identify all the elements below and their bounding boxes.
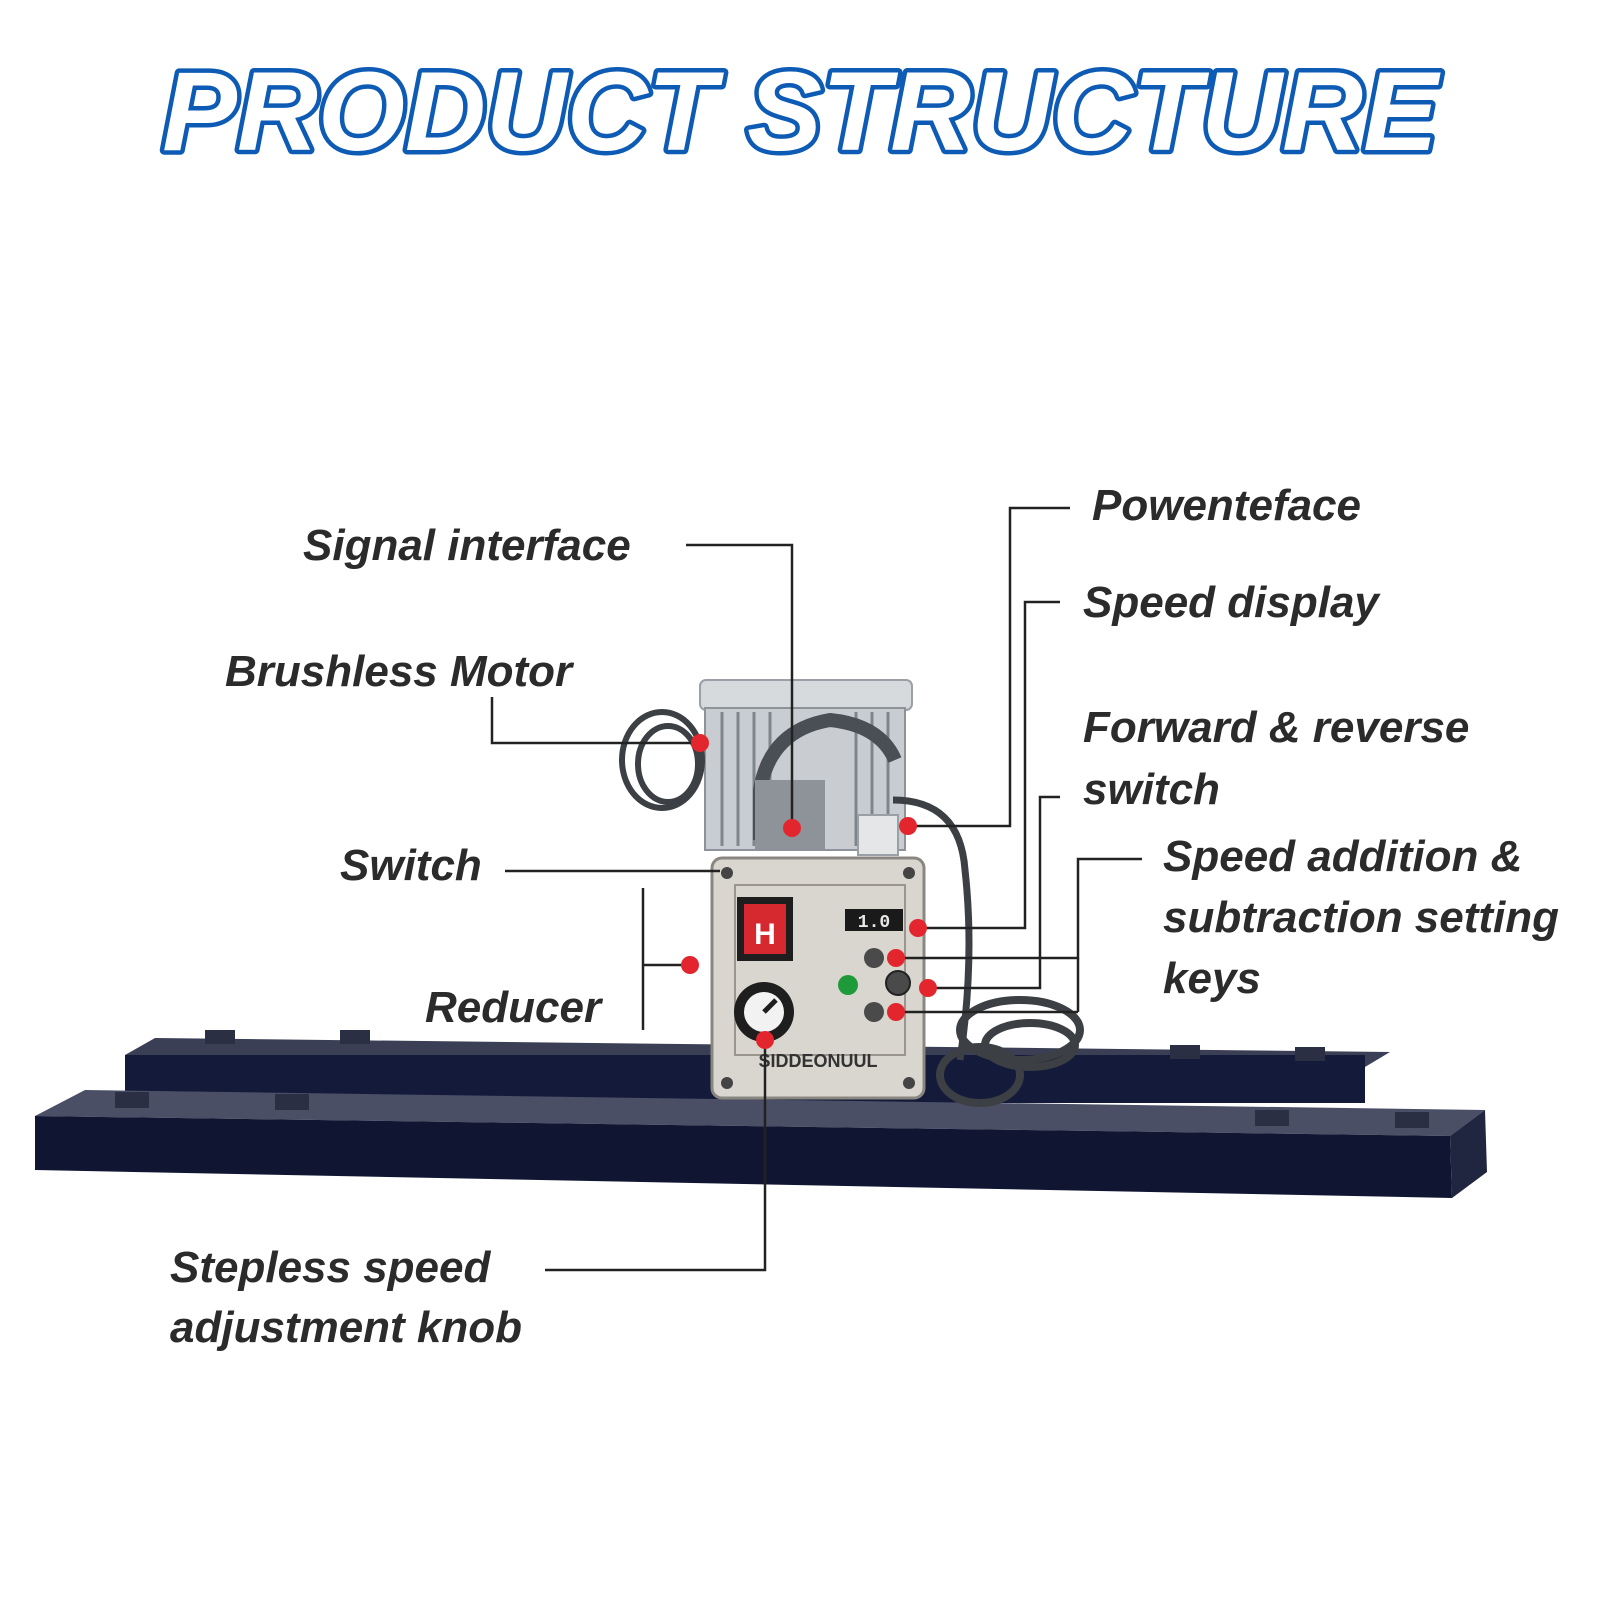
power-cable	[892, 796, 973, 1061]
stepless-leader	[545, 1040, 767, 1272]
panel-brand: SIDDEONUUL	[758, 1051, 877, 1071]
machine-illustration: H 1.0 SIDDEONUUL	[35, 679, 1487, 1198]
leader-lines	[490, 506, 1142, 1272]
label-stepless-line1: Stepless speed	[170, 1243, 491, 1292]
reducer-marker	[681, 956, 699, 974]
label-fwd-rev-line2: switch	[1083, 765, 1220, 814]
stepless-marker	[756, 1031, 774, 1049]
power-plug-coil	[936, 996, 1084, 1107]
label-speed-keys-line1: Speed addition &	[1163, 832, 1522, 881]
speed-display-readout: 1.0	[858, 913, 890, 933]
control-keys	[838, 948, 911, 1022]
fwd-rev-leader	[928, 795, 1060, 990]
label-speed-display: Speed display	[1083, 578, 1381, 627]
speed-display-leader	[918, 600, 1060, 930]
speed-display-marker	[909, 919, 927, 937]
signal-interface-leader	[686, 543, 794, 828]
label-stepless-line2: adjustment knob	[170, 1303, 522, 1352]
speed-keys-marker-top	[887, 949, 905, 967]
page-title: PRODUCT STRUCTURE	[162, 49, 1441, 174]
label-speed-keys-line2: subtraction setting	[1163, 893, 1559, 942]
svg-text:H: H	[754, 918, 776, 951]
label-brushless-motor: Brushless Motor	[225, 647, 575, 696]
label-signal-interface: Signal interface	[303, 521, 631, 570]
label-speed-keys-line3: keys	[1163, 954, 1261, 1003]
title: PRODUCT STRUCTURE	[158, 45, 1446, 179]
signal-interface-marker	[783, 819, 801, 837]
brushless-motor-body	[699, 679, 913, 856]
label-switch: Switch	[340, 841, 482, 890]
label-reducer: Reducer	[425, 983, 604, 1032]
front-rail	[35, 1090, 1487, 1198]
power-interface-marker	[899, 817, 917, 835]
fwd-rev-marker	[919, 979, 937, 997]
speed-display: 1.0	[845, 909, 903, 933]
rocker-switch: H	[737, 897, 793, 961]
callout-labels: Signal interface Brushless Motor Switch …	[170, 481, 1559, 1352]
speed-keys-leader	[896, 857, 1142, 960]
label-fwd-rev-line1: Forward & reverse	[1083, 703, 1469, 752]
signal-cable-coil	[619, 709, 705, 811]
power-interface-leader	[908, 506, 1070, 828]
speed-keys-marker-bottom	[887, 1003, 905, 1021]
label-power-interface: Powenteface	[1092, 481, 1361, 530]
marker-dots	[681, 734, 937, 1049]
brushless-motor-marker	[691, 734, 709, 752]
brushless-motor-leader	[490, 697, 700, 745]
speed-knob	[734, 982, 794, 1042]
